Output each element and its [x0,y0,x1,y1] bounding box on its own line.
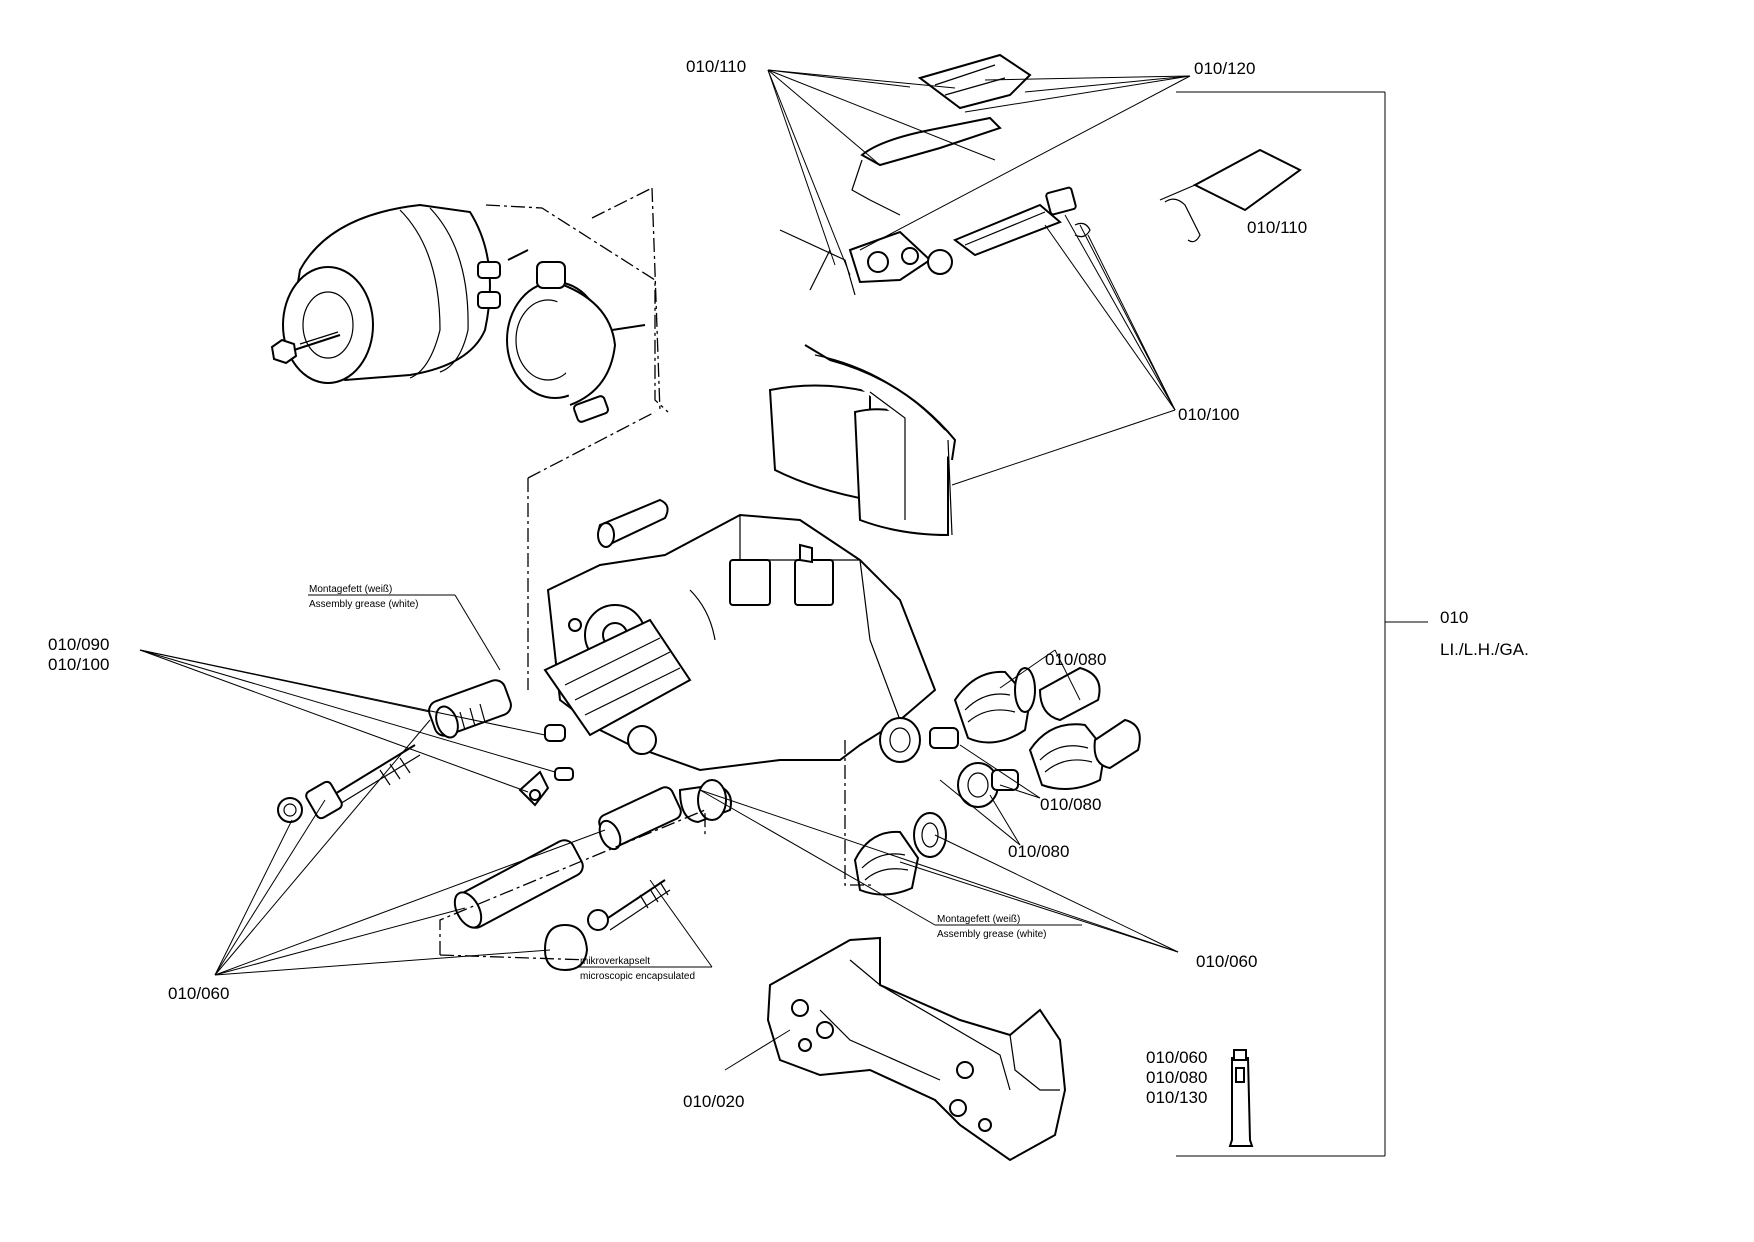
carrier-bracket-drawing [766,936,1067,1162]
tube-label-080: 010/080 [1146,1068,1207,1087]
label-010-110-right: 010/110 [1247,218,1307,237]
label-010-110-top: 010/110 [686,57,746,76]
label-010-060-left: 010/060 [168,984,229,1003]
label-010-100-left: 010/100 [48,655,109,674]
leader-lines [139,69,1191,1071]
label-010-020: 010/020 [683,1092,744,1111]
micro-note-en: microscopic encapsulated [580,971,695,982]
label-010-080-b: 010/080 [1040,795,1101,814]
callout-labels: 010/110 010/120 010/110 010/100 010/090 … [48,57,1529,1111]
tube-label-060: 010/060 [1146,1048,1207,1067]
boots-seals-parts [844,666,1141,896]
pad-retainer-hardware [779,53,1302,296]
assembly-code: 010 [1440,608,1468,627]
brake-chamber-drawing [270,187,669,690]
grease-note-en-2: Assembly grease (white) [937,929,1046,940]
assembly-side: LI./L.H./GA. [1440,640,1529,659]
label-010-080-a: 010/080 [1045,650,1106,669]
caliper-housing-drawing [543,498,937,772]
assembly-bracket [1176,91,1428,1157]
label-010-080-c: 010/080 [1008,842,1069,861]
grease-note-de-2: Montagefett (weiß) [937,914,1020,925]
grease-tube-drawing [1228,1049,1254,1147]
label-010-100-right: 010/100 [1178,405,1239,424]
guide-pin-parts [277,679,732,972]
label-010-060-right: 010/060 [1196,952,1257,971]
grease-note-de-1: Montagefett (weiß) [309,584,392,595]
label-010-090: 010/090 [48,635,109,654]
micro-note-de: mikroverkapselt [580,956,650,967]
grease-note-en-1: Assembly grease (white) [309,599,418,610]
brake-pads-drawing [768,344,957,537]
tube-label-130: 010/130 [1146,1088,1207,1107]
label-010-120: 010/120 [1194,59,1255,78]
